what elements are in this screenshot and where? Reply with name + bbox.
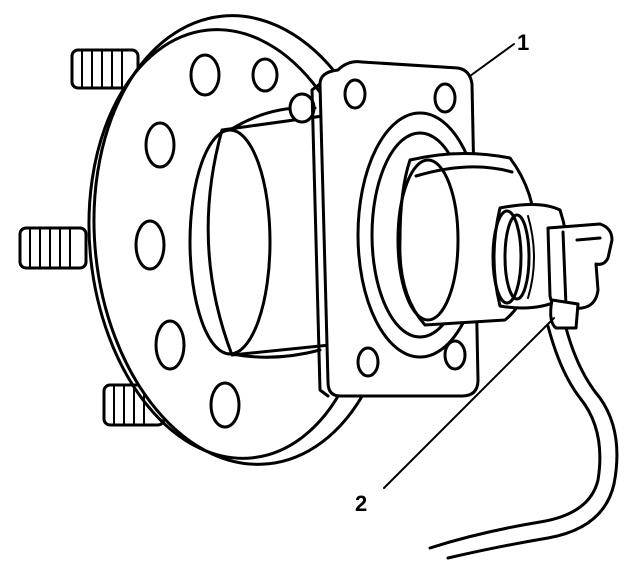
callout-1: 1 [469,30,529,77]
callout-2: 2 [355,317,555,516]
bearing-barrel [188,92,332,359]
callout-2-label: 2 [355,491,367,516]
wheel-stud-middle [18,226,88,270]
callout-1-label: 1 [517,30,529,55]
wheel-speed-sensor[interactable] [546,222,614,330]
sensor-harness [428,324,619,560]
flange-bolt-holes [134,53,279,429]
